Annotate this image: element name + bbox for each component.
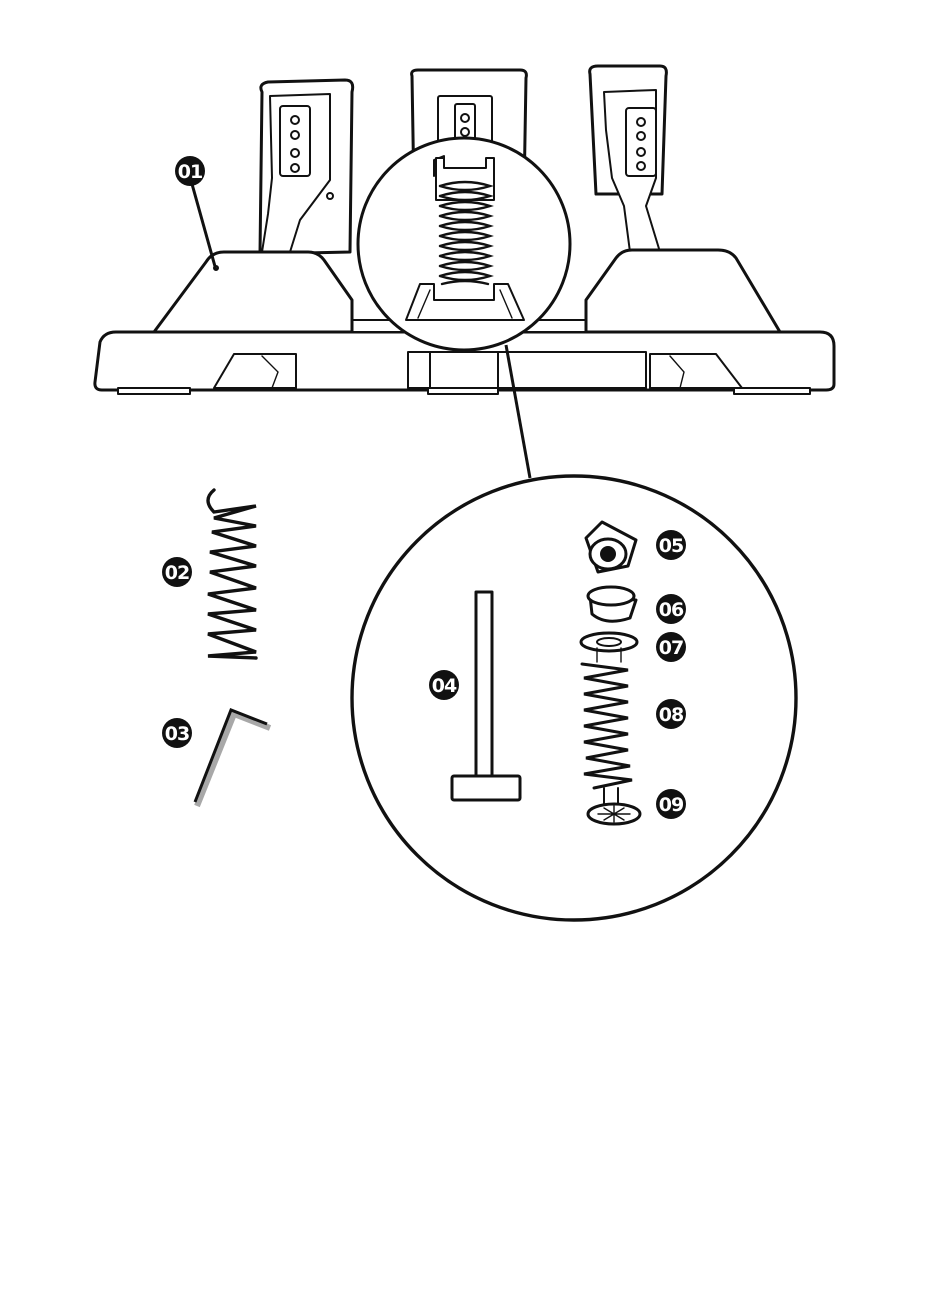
callout-label-08: 08 xyxy=(659,704,684,726)
callout-04: 04 xyxy=(429,670,459,700)
callout-06: 06 xyxy=(656,594,686,624)
callout-08: 08 xyxy=(656,699,686,729)
hex-key xyxy=(195,710,270,806)
callout-01: 01 xyxy=(175,156,216,270)
callout-05: 05 xyxy=(656,530,686,560)
right-pedal xyxy=(590,66,667,252)
callout-02: 02 xyxy=(162,557,192,587)
callout-label-01: 01 xyxy=(178,161,202,183)
callout-label-05: 05 xyxy=(659,535,683,557)
bushing xyxy=(588,587,636,621)
pedal-set-illustration xyxy=(95,66,834,478)
callout-label-02: 02 xyxy=(165,562,189,584)
callout-label-09: 09 xyxy=(659,794,683,816)
left-pedal xyxy=(260,80,353,254)
callout-label-07: 07 xyxy=(659,637,683,659)
callout-label-03: 03 xyxy=(165,723,189,745)
callout-03: 03 xyxy=(162,718,192,748)
zoom-circle-detail xyxy=(352,476,796,920)
spare-spring xyxy=(208,490,256,658)
zoom-circle-small xyxy=(358,138,570,350)
callout-09: 09 xyxy=(656,789,686,819)
callout-label-06: 06 xyxy=(659,599,684,621)
callout-07: 07 xyxy=(656,632,686,662)
callout-label-04: 04 xyxy=(432,675,457,697)
